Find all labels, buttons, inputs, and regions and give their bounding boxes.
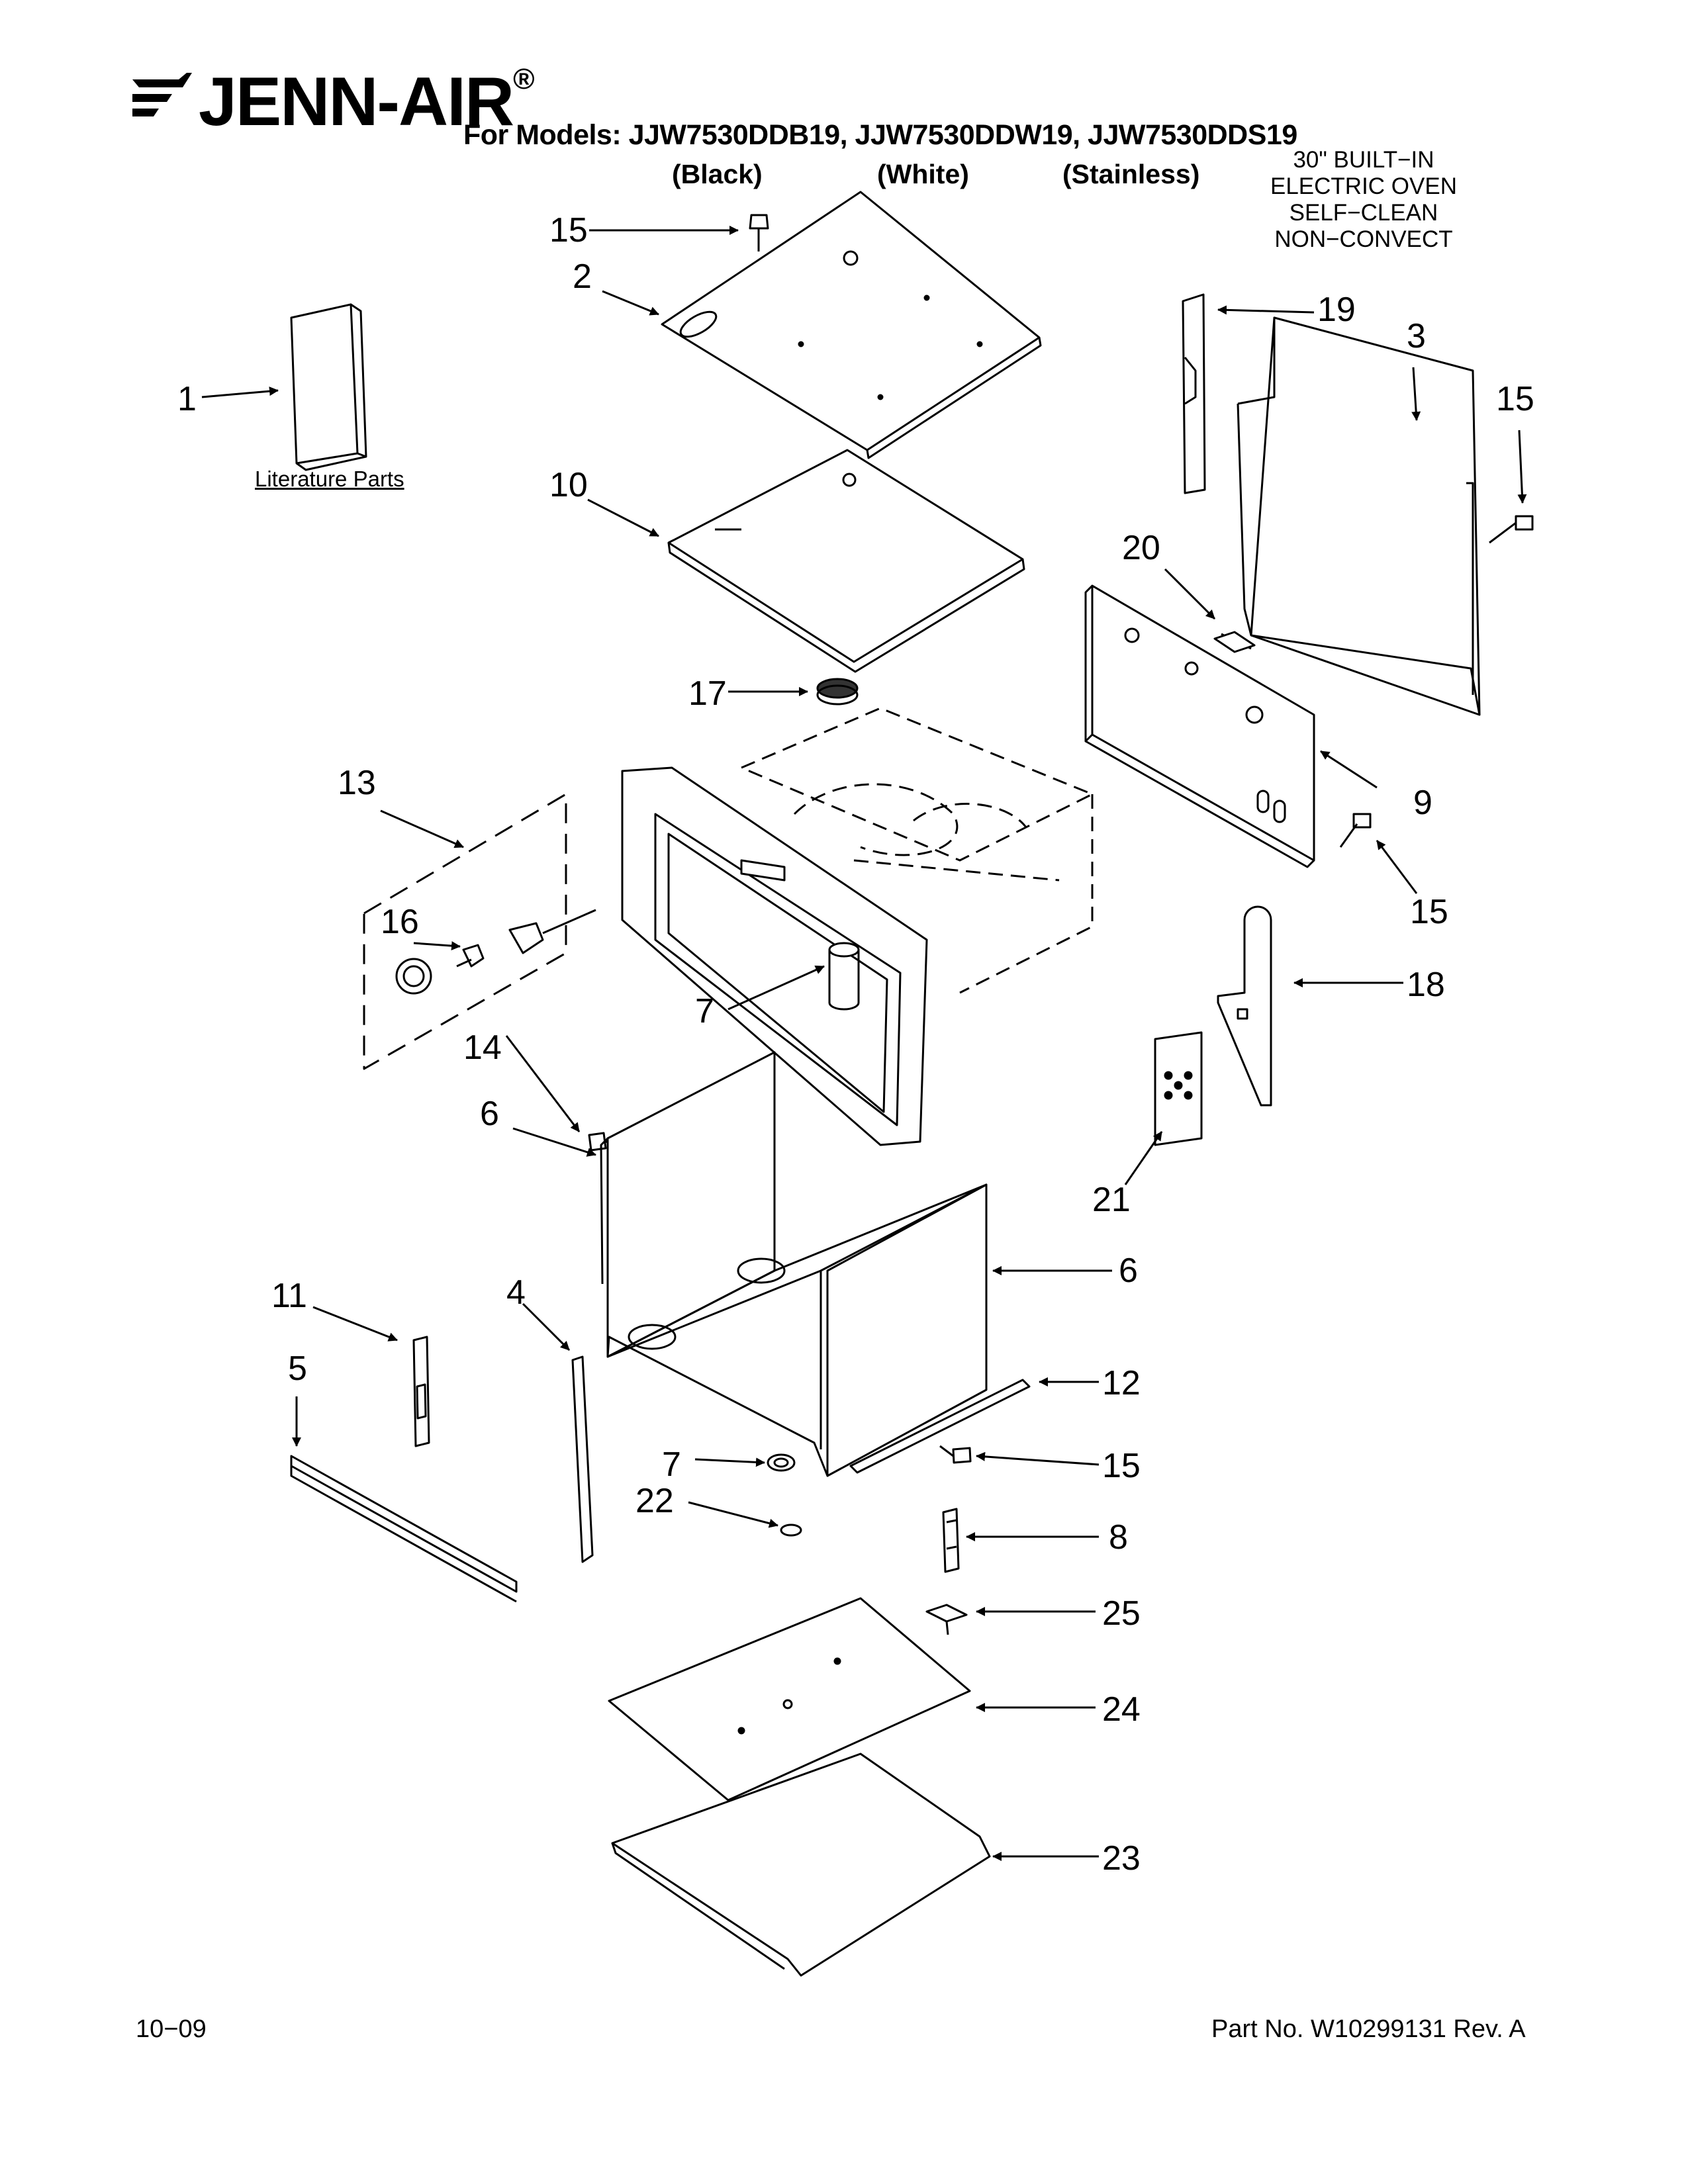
screw-back [1339,813,1372,848]
callout-15-mid: 15 [1410,893,1448,931]
vent-cap [816,678,859,705]
front-rail [290,1455,518,1603]
callout-21: 21 [1092,1181,1131,1219]
screw-lower [939,1445,972,1464]
light-bulb [456,944,485,968]
callout-2: 2 [573,257,592,296]
screw-right [1489,515,1534,544]
callout-1: 1 [177,380,197,418]
rear-panel [1237,316,1481,716]
gasket-plate [1217,905,1272,1107]
side-strip [1182,293,1206,494]
bottom-tray [611,1752,991,1977]
product-line-1: 30" BUILT−IN [1293,147,1434,173]
callout-18: 18 [1407,966,1445,1004]
light-lens [395,958,432,995]
callout-22: 22 [635,1482,674,1520]
light-socket [508,909,596,954]
callout-15-right: 15 [1496,380,1534,418]
callout-8: 8 [1109,1518,1128,1557]
callout-15-lower: 15 [1102,1447,1141,1485]
back-panel [1084,584,1315,868]
callout-6-left: 6 [480,1095,499,1133]
callout-7-lower: 7 [662,1445,681,1484]
callout-16: 16 [381,903,419,941]
callout-12: 12 [1102,1364,1141,1402]
rail-strip [849,1379,1031,1474]
callout-10: 10 [549,466,588,504]
small-bracket [412,1336,430,1447]
small-fitting [780,1524,802,1537]
jenn-air-logo-mark-icon [132,73,192,119]
light-assembly-box [363,793,567,1070]
brand-name: JENN-AIR [199,64,514,140]
callout-15-top: 15 [549,211,588,250]
callout-9: 9 [1413,784,1432,822]
door-switch [942,1508,960,1573]
grommet [767,1453,796,1472]
top-panel [661,191,1042,459]
literature-booklet [290,303,367,471]
variant-stainless: (Stainless) [1062,159,1200,189]
front-frame [621,766,928,1146]
variant-white: (White) [877,159,969,189]
bottom-panel [608,1597,971,1801]
top-insulation [667,449,1025,673]
callout-13: 13 [338,764,376,802]
product-line-3: SELF−CLEAN NON−CONVECT [1274,200,1453,252]
callout-23: 23 [1102,1839,1141,1878]
variant-black: (Black) [672,159,763,189]
oven-cavity [740,707,1094,994]
callout-3: 3 [1407,317,1426,355]
callout-11: 11 [271,1277,307,1315]
callout-14: 14 [463,1028,502,1067]
product-line-2: ELECTRIC OVEN [1270,173,1457,199]
callout-4: 4 [506,1273,526,1312]
vent-grate [1154,1031,1203,1146]
hinge-bracket [925,1604,968,1635]
vertical-rail [571,1355,594,1563]
callout-24: 24 [1102,1690,1141,1729]
callout-19: 19 [1317,291,1356,329]
literature-parts-label: Literature Parts [255,467,404,491]
brand-logo: JENN-AIR® [199,63,535,142]
callout-20: 20 [1122,529,1160,567]
callout-25: 25 [1102,1594,1141,1633]
callout-7-upper: 7 [695,992,714,1030]
side-wrapper [600,1051,988,1477]
revision-date: 10−09 [136,2015,207,2043]
callout-5: 5 [288,1349,307,1388]
small-plate [1213,631,1256,653]
screw-top [749,214,769,251]
callout-17: 17 [688,674,727,713]
part-number: Part No. W10299131 Rev. A [1211,2015,1526,2043]
registered-mark: ® [513,63,534,95]
element-cylinder [828,942,860,1011]
callout-6-right: 6 [1119,1251,1138,1290]
models-line: For Models: JJW7530DDB19, JJW7530DDW19, … [463,119,1297,151]
